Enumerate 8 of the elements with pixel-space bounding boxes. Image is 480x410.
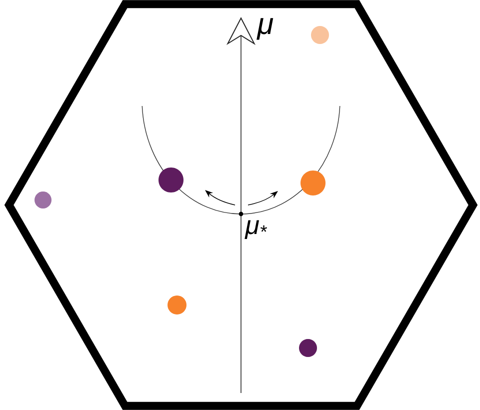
dot [168, 296, 186, 314]
dot [299, 339, 317, 357]
dot [158, 168, 184, 192]
dot [300, 170, 326, 196]
dot [34, 192, 52, 208]
axis-label: μ [256, 18, 274, 40]
point-label: μ$_{*}$ [244, 220, 268, 239]
dot [311, 26, 329, 44]
